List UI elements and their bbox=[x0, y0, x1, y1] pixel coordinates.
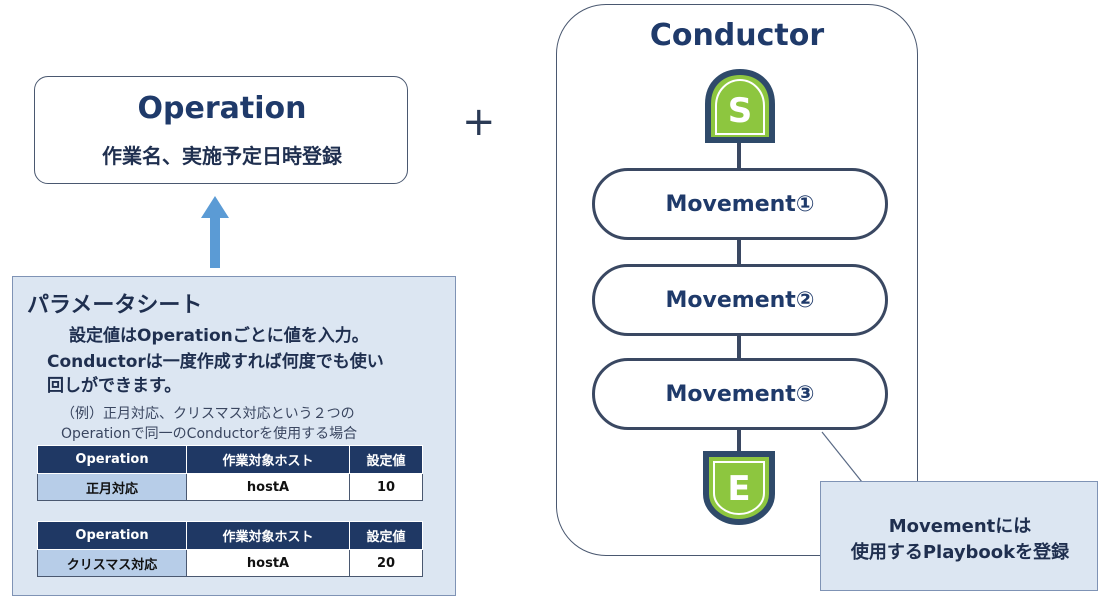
table-cell-value: 10 bbox=[349, 473, 423, 501]
table-header-target-host: 作業対象ホスト bbox=[186, 445, 350, 474]
table-header-target-host: 作業対象ホスト bbox=[186, 521, 350, 550]
table-cell-operation: クリスマス対応 bbox=[37, 549, 187, 577]
operation-title: Operation bbox=[137, 91, 307, 126]
movement-node-3: Movement③ bbox=[592, 358, 888, 430]
table-header-operation: Operation bbox=[37, 521, 187, 550]
movement-callout: Movementには 使用するPlaybookを登録 bbox=[820, 481, 1098, 591]
operation-subtitle: 作業名、実施予定日時登録 bbox=[102, 144, 342, 168]
start-node: S bbox=[705, 68, 775, 143]
parameter-table-new-year: Operation 作業対象ホスト 設定値 正月対応 hostA 10 bbox=[37, 445, 423, 501]
table-header-row: Operation 作業対象ホスト 設定値 bbox=[37, 445, 423, 474]
parameter-sheet-description-line-3: 回しができます。 bbox=[47, 376, 182, 396]
table-row: クリスマス対応 hostA 20 bbox=[37, 549, 423, 577]
table-header-setting-value: 設定値 bbox=[349, 521, 423, 550]
up-arrow-icon bbox=[201, 196, 229, 268]
callout-line-2: 使用するPlaybookを登録 bbox=[850, 542, 1070, 563]
operation-box: Operation 作業名、実施予定日時登録 bbox=[34, 76, 408, 184]
plus-sign: + bbox=[462, 99, 496, 145]
movement-node-1: Movement① bbox=[592, 168, 888, 240]
table-header-operation: Operation bbox=[37, 445, 187, 474]
example-text-line-1: （例）正月対応、クリスマス対応という２つの bbox=[61, 406, 355, 422]
parameter-table-christmas: Operation 作業対象ホスト 設定値 クリスマス対応 hostA 20 bbox=[37, 521, 423, 577]
start-node-label: S bbox=[728, 91, 753, 131]
conductor-title: Conductor bbox=[649, 18, 825, 53]
parameter-sheet-description-line-2: Conductorは一度作成すれば何度でも使い bbox=[47, 352, 384, 372]
movement-node-2: Movement② bbox=[592, 264, 888, 336]
table-cell-value: 20 bbox=[349, 549, 423, 577]
callout-line-1: Movementには bbox=[888, 516, 1032, 537]
parameter-sheet-title: パラメータシート bbox=[27, 293, 203, 318]
table-row: 正月対応 hostA 10 bbox=[37, 473, 423, 501]
table-header-setting-value: 設定値 bbox=[349, 445, 423, 474]
parameter-sheet-description-line-1: 設定値はOperationごとに値を入力。 bbox=[69, 326, 369, 346]
end-node: E bbox=[703, 451, 775, 526]
table-cell-operation: 正月対応 bbox=[37, 473, 187, 501]
table-cell-host: hostA bbox=[186, 473, 350, 501]
table-header-row: Operation 作業対象ホスト 設定値 bbox=[37, 521, 423, 550]
end-node-label: E bbox=[727, 469, 750, 509]
parameter-sheet-panel: パラメータシート 設定値はOperationごとに値を入力。 Conductor… bbox=[12, 276, 456, 596]
table-cell-host: hostA bbox=[186, 549, 350, 577]
example-text-line-2: Operationで同一のConductorを使用する場合 bbox=[61, 426, 358, 442]
